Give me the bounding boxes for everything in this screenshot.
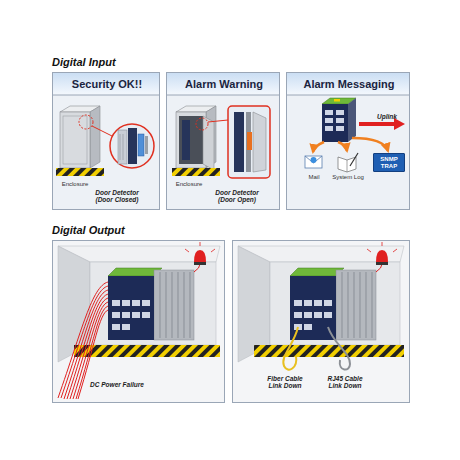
icon-label: Mail bbox=[299, 174, 329, 181]
enclosure-open bbox=[172, 106, 270, 178]
input-panel: Security OK!! EnclosureDoor Detector (Doo… bbox=[52, 72, 160, 210]
sensor-label: Door Detector (Door Open) bbox=[212, 189, 262, 204]
input-panel: SNMP TRAP Alarm MessagingUplinkMailSystem… bbox=[286, 72, 410, 210]
enclosure-closed bbox=[56, 106, 154, 176]
part-label: Enclosure bbox=[172, 181, 206, 188]
switch-messaging bbox=[305, 98, 405, 172]
sensor-label: Door Detector (Door Closed) bbox=[92, 189, 142, 204]
room-dc-failure bbox=[58, 242, 220, 399]
output-panel: DC Power Failure bbox=[52, 240, 225, 403]
failure-label: RJ45 Cable Link Down bbox=[322, 375, 368, 390]
snmp-trap-box: SNMP TRAP bbox=[373, 153, 405, 172]
output-panel: Fiber Cable Link Down RJ45 Cable Link Dow… bbox=[232, 240, 410, 403]
input-panel: Alarm WarningEnclosureDoor Detector (Doo… bbox=[166, 72, 280, 210]
panel-header: Alarm Warning bbox=[169, 78, 279, 91]
section-heading: Digital Input bbox=[52, 56, 116, 68]
panel-header: Security OK!! bbox=[55, 78, 159, 91]
panel-grounds bbox=[52, 72, 410, 403]
panel-header: Alarm Messaging bbox=[289, 78, 409, 91]
section-heading: Digital Output bbox=[52, 224, 125, 236]
icon-label: System Log bbox=[330, 174, 366, 181]
room-link-down bbox=[238, 242, 404, 370]
part-label: Enclosure bbox=[58, 181, 92, 188]
link-label: Uplink bbox=[369, 113, 405, 120]
failure-label: DC Power Failure bbox=[82, 381, 152, 388]
failure-label: Fiber Cable Link Down bbox=[262, 375, 308, 390]
snmp-trap-text: SNMP TRAP bbox=[375, 156, 403, 169]
